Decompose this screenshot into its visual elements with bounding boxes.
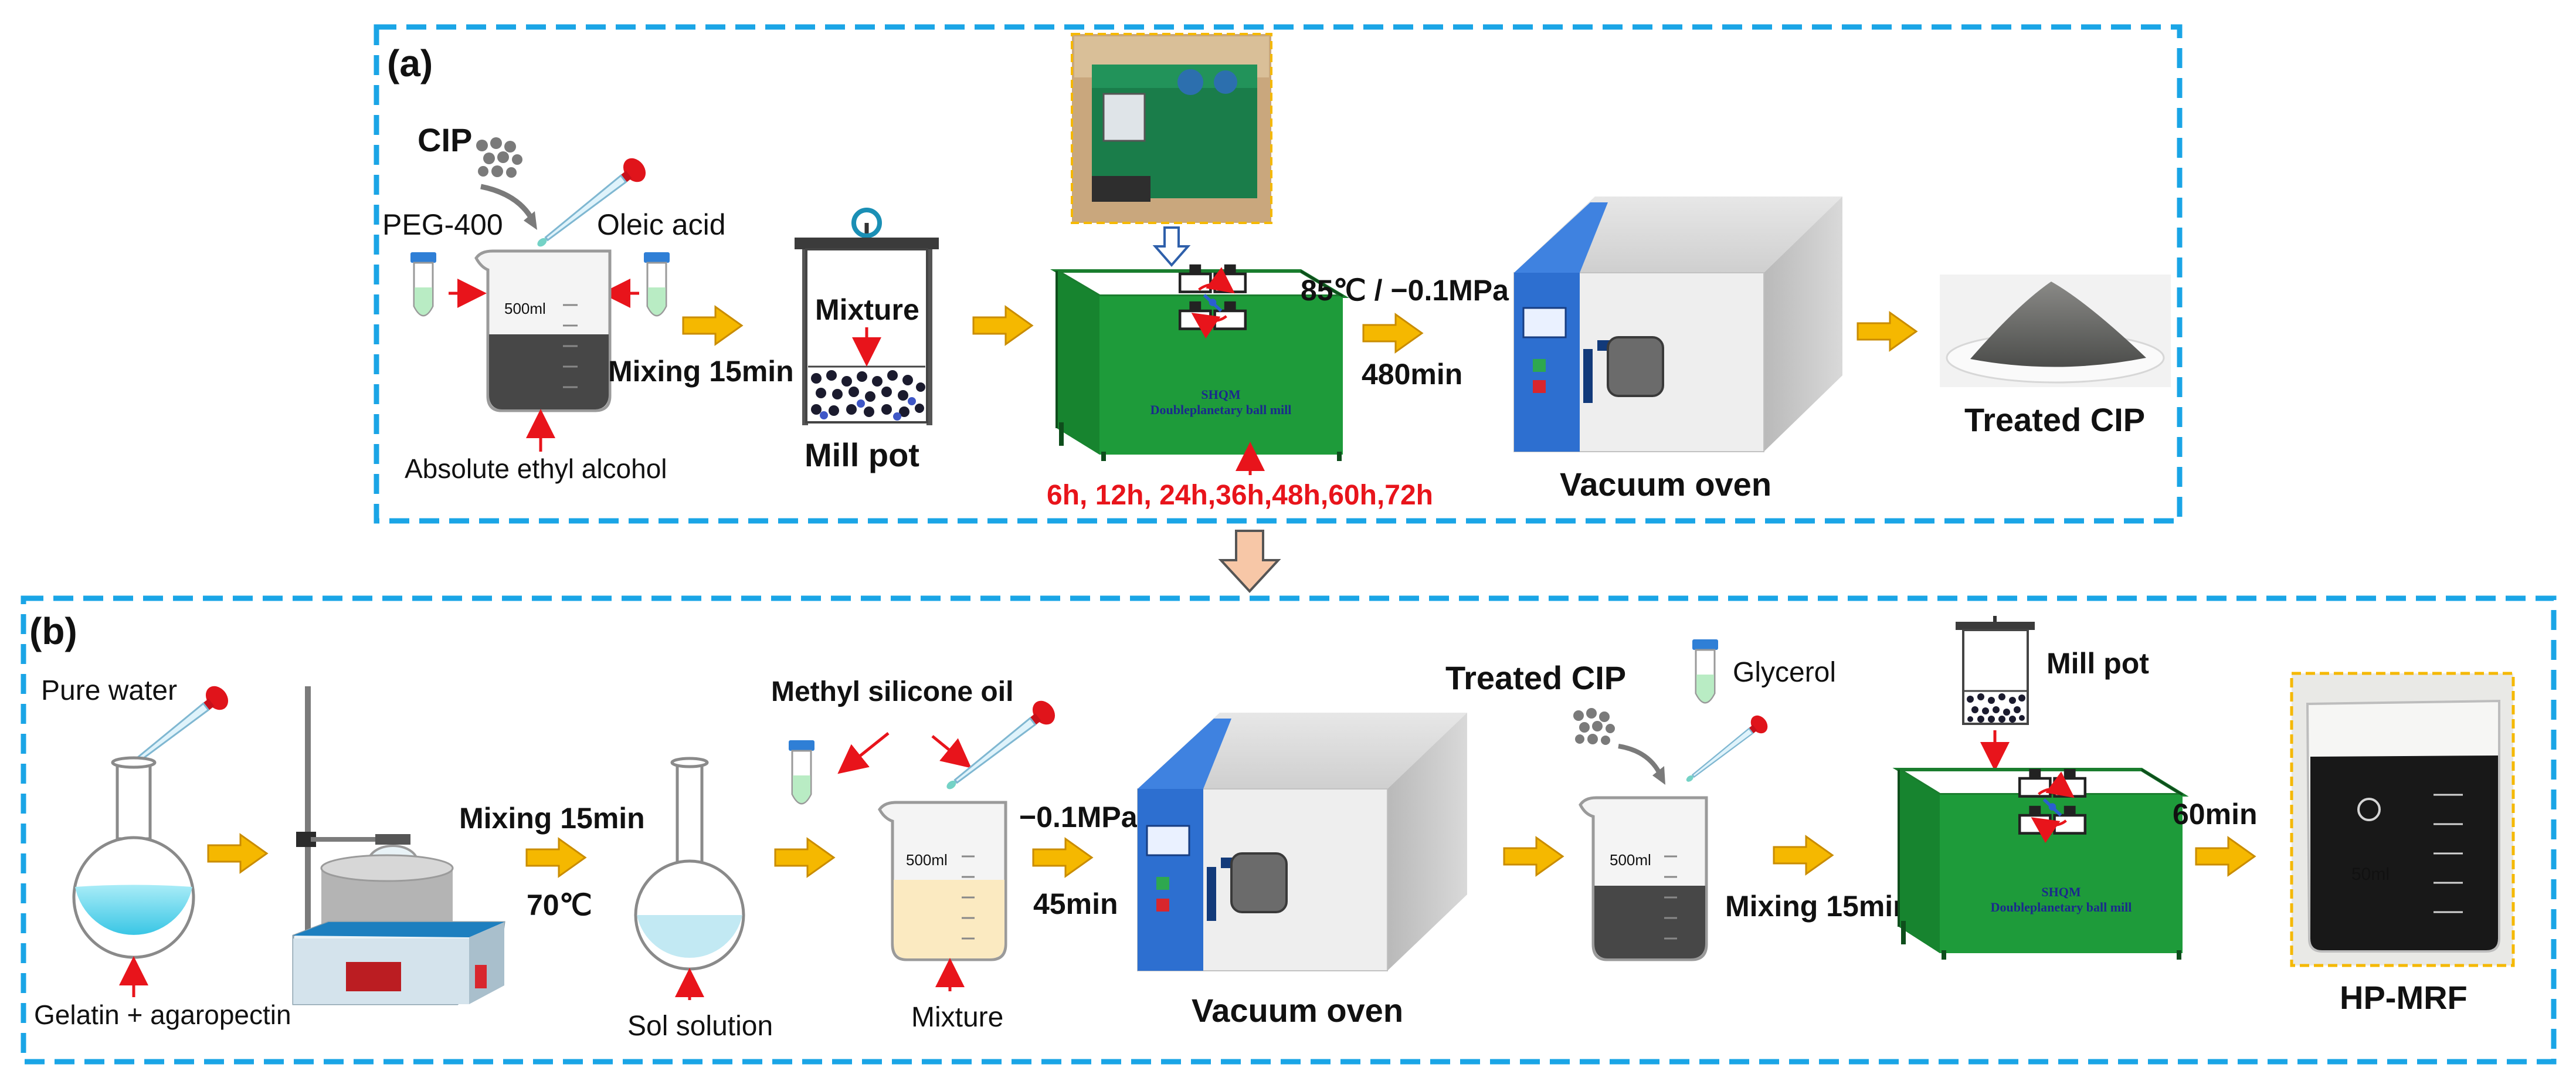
vacuum-oven-b-icon	[1137, 713, 1467, 971]
arrow-a4-icon	[1857, 311, 1917, 351]
mill-b-model: Doubleplanetary ball mill	[1991, 900, 2132, 914]
silicone-tube-icon	[788, 739, 816, 805]
oven-a-duration: 480min	[1362, 358, 1462, 391]
arrow-b1-icon	[207, 834, 268, 873]
oven-a-conditions: 85℃ / −0.1MPa	[1301, 274, 1509, 307]
mill-pot-b-icon	[1956, 616, 2035, 725]
milling-times-label: 6h, 12h, 24h,36h,48h,60h,72h	[1047, 480, 1433, 511]
cip-particles-b-icon	[1573, 708, 1615, 745]
arrow-b6-icon	[1773, 835, 1834, 875]
volumetric-flask-icon	[634, 757, 745, 971]
vac-pressure-label: −0.1MPa	[1019, 801, 1138, 834]
treated-cip-a-label: Treated CIP	[1964, 401, 2145, 438]
treated-cip-b-label: Treated CIP	[1445, 659, 1626, 696]
sol-solution-label: Sol solution	[627, 1011, 773, 1042]
silicone-label: Methyl silicone oil	[771, 676, 1013, 707]
peg-tube-icon	[409, 251, 437, 317]
silicone-pipette-icon	[938, 695, 1061, 799]
glycerol-label: Glycerol	[1733, 657, 1836, 688]
mixing-a-label: Mixing 15min	[608, 355, 794, 388]
hp-mrf-photo	[2290, 672, 2515, 967]
arrow-b7-icon	[2195, 836, 2256, 876]
arrow-b5-icon	[1503, 836, 1564, 876]
cip-pour-arrow-icon	[480, 184, 533, 219]
oleic-acid-label: Oleic acid	[597, 208, 726, 241]
mill-pot-b-label: Mill pot	[2046, 647, 2149, 680]
gelatin-label: Gelatin + agaropectin	[34, 1000, 291, 1030]
vac-time-label: 45min	[1033, 887, 1118, 920]
panel-a-tag: (a)	[387, 42, 433, 84]
mixing-b1-label: Mixing 15min	[459, 802, 645, 835]
ball-mill-b-icon	[1892, 769, 2189, 960]
beaker-b2-volume: 500ml	[1610, 851, 1651, 869]
panel-b-frame	[21, 595, 2557, 1065]
beaker-a-icon	[474, 249, 612, 412]
pure-water-label: Pure water	[41, 675, 177, 706]
ball-mill-photo	[1071, 33, 1272, 224]
mill-pot-a-label: Mill pot	[805, 436, 919, 473]
round-flask-icon	[72, 756, 195, 959]
hp-mrf-beaker-volume: 50ml	[2351, 865, 2390, 884]
vacuum-oven-b-label: Vacuum oven	[1192, 992, 1403, 1029]
beaker-b2-icon	[1579, 796, 1708, 961]
cip-label: CIP	[418, 121, 472, 158]
mixture-a-label: Mixture	[815, 293, 919, 326]
mill-a-model: Doubleplanetary ball mill	[1150, 402, 1292, 417]
mill-time-label: 60min	[2173, 798, 2258, 831]
cip-particles-icon	[476, 137, 522, 178]
temp-label: 70℃	[527, 889, 592, 921]
arrow-a3-icon	[1362, 313, 1423, 353]
mill-a-brand: SHQM	[1201, 387, 1240, 402]
arrow-b4-icon	[1032, 838, 1093, 878]
mixing-b2-label: Mixing 15min	[1725, 890, 1911, 923]
arrow-a2-icon	[972, 306, 1033, 345]
mill-b-brand: SHQM	[2041, 885, 2081, 899]
hp-mrf-label: HP-MRF	[2340, 979, 2468, 1016]
peg-label: PEG-400	[382, 208, 503, 241]
glycerol-tube-icon	[1691, 638, 1719, 704]
ball-mill-a-icon	[1050, 265, 1349, 461]
arrow-a1-icon	[682, 306, 743, 345]
alcohol-label: Absolute ethyl alcohol	[405, 453, 667, 484]
panel-connector-arrow-icon	[1218, 530, 1281, 593]
arrow-b2-icon	[525, 838, 586, 878]
photo-down-arrow-icon	[1152, 226, 1191, 267]
cip-pour-b-arrow-icon	[1618, 744, 1662, 774]
panel-a-frame	[374, 24, 2183, 524]
beaker-b1-volume: 500ml	[906, 851, 948, 869]
treated-cip-photo	[1940, 275, 2171, 387]
vacuum-oven-a-label: Vacuum oven	[1560, 466, 1771, 503]
mixture-b-label: Mixture	[911, 1002, 1003, 1033]
arrow-b3-icon	[774, 838, 835, 878]
panel-b-tag: (b)	[29, 610, 77, 652]
magnetic-stirrer-icon	[292, 686, 505, 1005]
beaker-b1-icon	[878, 801, 1007, 961]
oleic-tube-icon	[643, 251, 671, 317]
vacuum-oven-a-icon	[1513, 196, 1842, 452]
beaker-a-volume: 500ml	[504, 300, 546, 317]
glycerol-pipette-icon	[1680, 712, 1772, 790]
